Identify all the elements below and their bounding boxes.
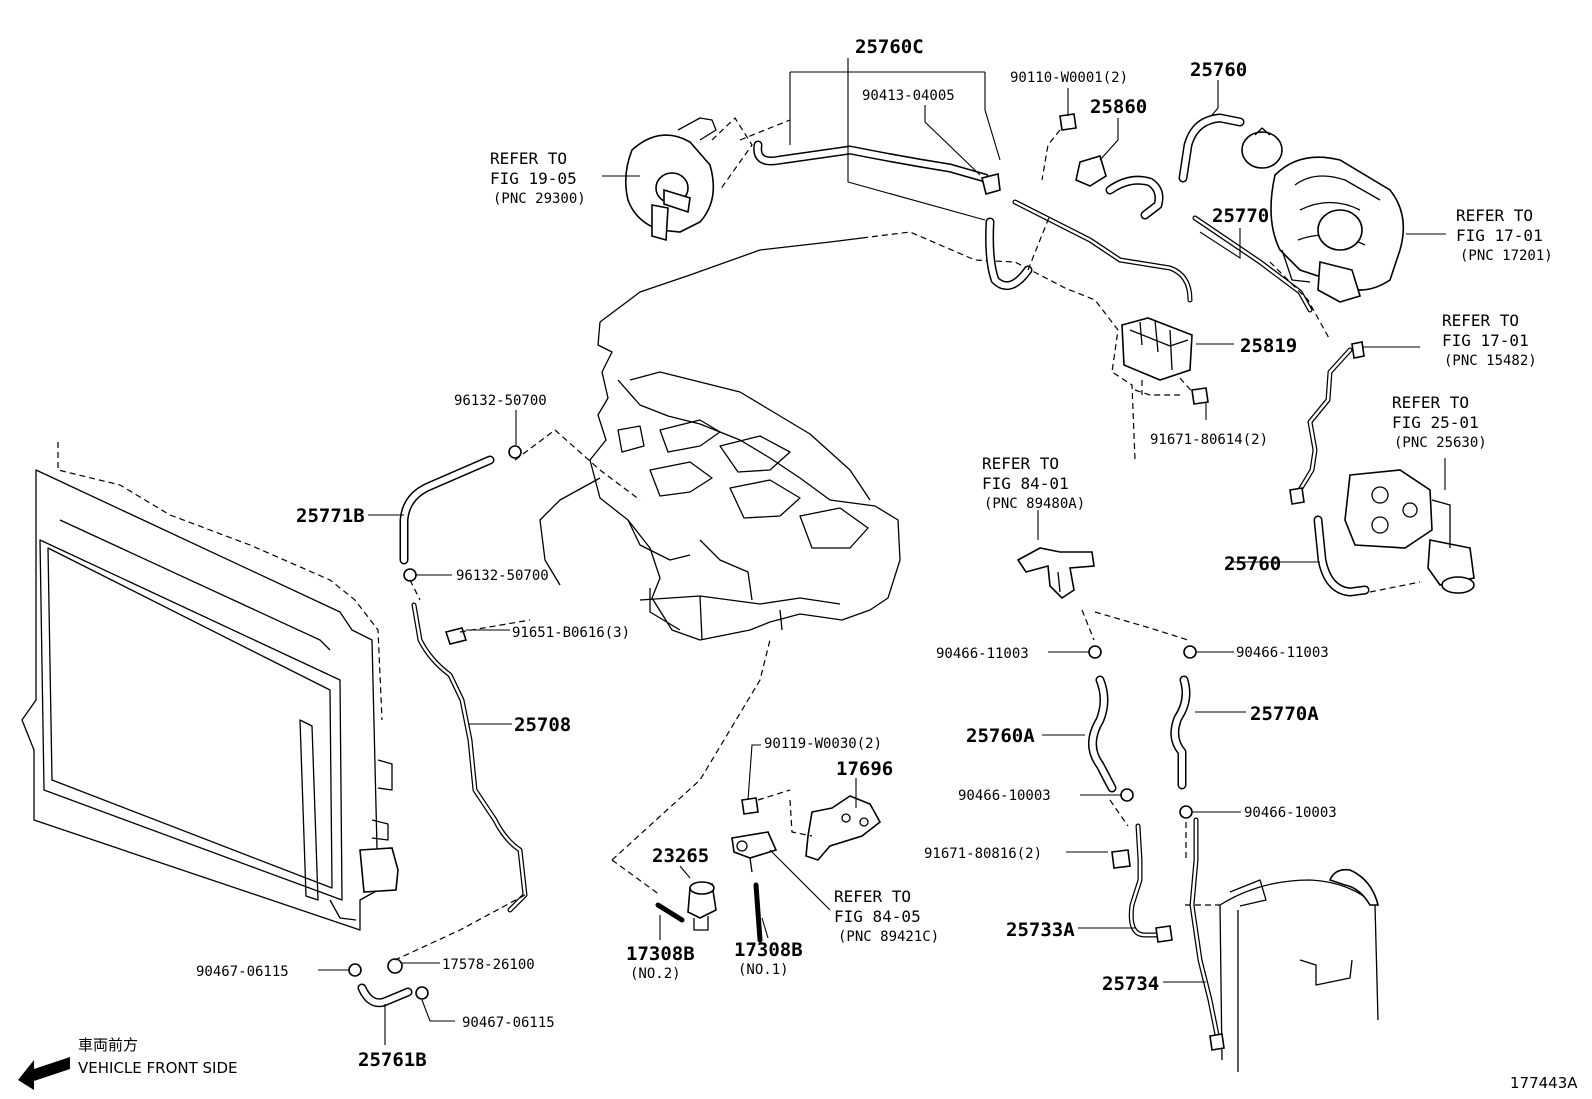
svg-text:FIG 84-05: FIG 84-05 <box>834 907 921 926</box>
svg-text:(PNC 17201): (PNC 17201) <box>1460 248 1553 264</box>
label-25761B: 25761B <box>358 1049 427 1071</box>
svg-text:FIG 17-01: FIG 17-01 <box>1456 226 1543 245</box>
vacuum-pump <box>624 117 753 242</box>
bracket-17696 <box>789 795 882 861</box>
label-25771B: 25771B <box>296 505 365 527</box>
sensor-bracket-89480A <box>1016 547 1095 600</box>
leader-lines <box>318 58 1446 1045</box>
label-90466-10003-a: 90466-10003 <box>958 788 1051 804</box>
ref-fig-84-01: REFER TO FIG 84-01 (PNC 89480A) <box>982 454 1085 512</box>
front-arrow-icon <box>18 1057 70 1090</box>
label-90413-04005: 90413-04005 <box>862 88 955 104</box>
svg-text:(PNC 89480A): (PNC 89480A) <box>984 496 1085 512</box>
label-25734: 25734 <box>1102 973 1159 995</box>
svg-text:REFER TO: REFER TO <box>1442 311 1519 330</box>
label-90466-10003-b: 90466-10003 <box>1244 805 1337 821</box>
vsv-small <box>731 831 778 873</box>
front-note-jp: 車両前方 <box>78 1036 138 1054</box>
label-90466-11003-a: 90466-11003 <box>936 646 1029 662</box>
vsv-25819 <box>1121 317 1196 396</box>
label-90110-W0001: 90110-W0001(2) <box>1010 70 1128 86</box>
label-25770: 25770 <box>1212 205 1269 227</box>
label-17578-26100: 17578-26100 <box>442 957 535 973</box>
label-25708: 25708 <box>514 714 571 736</box>
turbocharger <box>1241 127 1405 303</box>
label-90466-11003-b: 90466-11003 <box>1236 645 1329 661</box>
part-labels: 25760C 90413-04005 90110-W0001(2) 25860 … <box>196 36 1337 1071</box>
label-no2: (NO.2) <box>630 966 681 982</box>
svg-text:REFER TO: REFER TO <box>1456 206 1533 225</box>
front-note-en: VEHICLE FRONT SIDE <box>78 1059 238 1077</box>
sensor-23265 <box>687 881 717 931</box>
svg-text:REFER TO: REFER TO <box>490 149 567 168</box>
label-17308B-no2: 17308B <box>626 943 695 965</box>
pipes <box>411 347 1353 1043</box>
label-25770A: 25770A <box>1250 703 1319 725</box>
label-25760A: 25760A <box>966 725 1035 747</box>
label-90467-06115-a: 90467-06115 <box>196 964 289 980</box>
svg-text:FIG 19-05: FIG 19-05 <box>490 169 577 188</box>
ref-fig-17-01-a: REFER TO FIG 17-01 (PNC 17201) <box>1456 206 1553 264</box>
fasteners <box>348 113 1365 1051</box>
svg-text:REFER TO: REFER TO <box>982 454 1059 473</box>
svg-text:REFER TO: REFER TO <box>834 887 911 906</box>
vehicle-front-indicator: 車両前方 VEHICLE FRONT SIDE <box>18 1036 238 1090</box>
svg-text:FIG 25-01: FIG 25-01 <box>1392 413 1479 432</box>
connection-lines <box>394 119 1421 961</box>
svg-text:REFER TO: REFER TO <box>1392 393 1469 412</box>
label-91651-B0616: 91651-B0616(3) <box>512 625 630 641</box>
ref-fig-17-01-b: REFER TO FIG 17-01 (PNC 15482) <box>1442 311 1537 369</box>
label-96132-50700-top: 96132-50700 <box>454 393 547 409</box>
ref-fig-84-05: REFER TO FIG 84-05 (PNC 89421C) <box>834 887 939 945</box>
label-25819: 25819 <box>1240 335 1297 357</box>
label-91671-80614: 91671-80614(2) <box>1150 432 1268 448</box>
label-25760-bottom: 25760 <box>1224 553 1281 575</box>
ref-fig-19-05: REFER TO FIG 19-05 (PNC 29300) <box>490 149 586 207</box>
svg-text:(PNC 29300): (PNC 29300) <box>493 191 586 207</box>
label-no1: (NO.1) <box>738 962 789 978</box>
radiator <box>21 442 399 931</box>
svg-text:(PNC 25630): (PNC 25630) <box>1394 435 1487 451</box>
label-90467-06115-b: 90467-06115 <box>462 1015 555 1031</box>
label-25760C: 25760C <box>855 36 924 58</box>
label-25860: 25860 <box>1090 96 1147 118</box>
actuator <box>1344 469 1475 594</box>
label-90119-W0030: 90119-W0030(2) <box>764 736 882 752</box>
hoses <box>357 113 1370 1008</box>
label-25733A: 25733A <box>1006 919 1075 941</box>
svg-text:FIG 17-01: FIG 17-01 <box>1442 331 1529 350</box>
label-17696: 17696 <box>836 758 893 780</box>
reference-notes: REFER TO FIG 19-05 (PNC 29300) REFER TO … <box>490 149 1553 945</box>
label-23265: 23265 <box>652 845 709 867</box>
svg-text:(PNC 15482): (PNC 15482) <box>1444 353 1537 369</box>
label-96132-50700-bottom: 96132-50700 <box>456 568 549 584</box>
ref-fig-25-01: REFER TO FIG 25-01 (PNC 25630) <box>1392 393 1487 451</box>
label-25760-top: 25760 <box>1190 59 1247 81</box>
label-91671-80816: 91671-80816(2) <box>924 846 1042 862</box>
svg-text:(PNC 89421C): (PNC 89421C) <box>838 929 939 945</box>
svg-text:FIG 84-01: FIG 84-01 <box>982 474 1069 493</box>
engine-block <box>539 231 1136 641</box>
label-17308B-no1: 17308B <box>734 939 803 961</box>
diagram-id: 177443A <box>1510 1074 1578 1092</box>
